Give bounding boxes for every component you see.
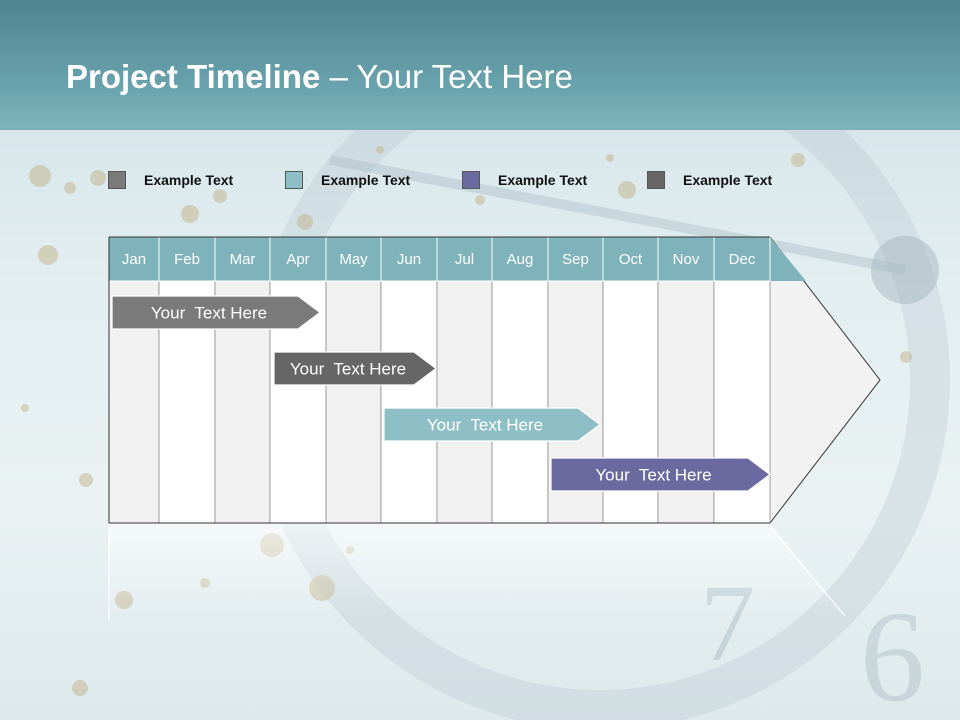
legend-swatch-2 [285, 171, 303, 189]
month-header-dec [713, 236, 771, 282]
title-bar [0, 0, 960, 130]
month-headers: Jan Feb Mar Apr May Jun Jul Aug Sep Oct Nov Dec [108, 236, 771, 524]
task-bar-label: Your Text Here [427, 416, 543, 435]
legend-item-1: Example Text [108, 170, 233, 190]
slide-title: Project Timeline – Your Text Here [66, 58, 573, 96]
month-header-jan [108, 236, 160, 282]
reflection-shape [109, 523, 845, 616]
svg-text:6: 6 [860, 585, 925, 720]
legend-swatch-4 [647, 171, 665, 189]
task-bar-shape [273, 351, 437, 386]
month-header-jun [380, 236, 438, 282]
reflection-edge-right [769, 526, 846, 617]
legend-item-4: Example Text [647, 170, 772, 190]
legend-label-2: Example Text [321, 172, 411, 188]
month-column-jun [380, 280, 438, 524]
month-label-oct: Oct [619, 251, 643, 268]
month-header-sep [547, 236, 604, 282]
month-label-jan: Jan [122, 251, 146, 268]
month-label-jun: Jun [397, 251, 421, 268]
slide-title-rest: – Your Text Here [320, 58, 573, 95]
task-bar-3: Your Text Here [383, 407, 601, 442]
month-label-sep: Sep [562, 251, 589, 268]
task-bar-shape [550, 457, 771, 492]
month-label-apr: Apr [286, 251, 309, 268]
month-label-may: May [339, 251, 368, 268]
month-column-may [325, 280, 382, 524]
task-bar-label: Your Text Here [151, 304, 267, 323]
month-label-jul: Jul [455, 251, 474, 268]
month-label-feb: Feb [174, 251, 200, 268]
legend-label-3: Example Text [498, 172, 588, 188]
month-header-oct [602, 236, 659, 282]
task-bar-1: Your Text Here [111, 295, 321, 330]
month-header-apr [269, 236, 327, 282]
task-bar-4: Your Text Here [550, 457, 771, 492]
task-bar-shape [111, 295, 321, 330]
legend-swatch-3 [462, 171, 480, 189]
month-label-aug: Aug [507, 251, 534, 268]
month-header-jul [436, 236, 493, 282]
legend-item-2: Example Text [285, 170, 410, 190]
month-label-dec: Dec [729, 251, 756, 268]
task-bar-label: Your Text Here [595, 466, 711, 485]
legend-label-4: Example Text [683, 172, 773, 188]
arrow-header-cap [770, 237, 806, 281]
legend-label-1: Example Text [144, 172, 234, 188]
month-label-mar: Mar [230, 251, 256, 268]
month-column-aug [491, 280, 549, 524]
task-bar-shape [383, 407, 601, 442]
month-header-aug [491, 236, 549, 282]
month-label-nov: Nov [673, 251, 700, 268]
month-column-jul [436, 280, 493, 524]
legend-item-3: Example Text [462, 170, 587, 190]
task-bar-label: Your Text Here [290, 360, 406, 379]
task-bar-2: Your Text Here [273, 351, 437, 386]
slide-title-bold: Project Timeline [66, 58, 321, 95]
timeline-reflection [108, 523, 846, 620]
legend-swatch-1 [108, 171, 126, 189]
